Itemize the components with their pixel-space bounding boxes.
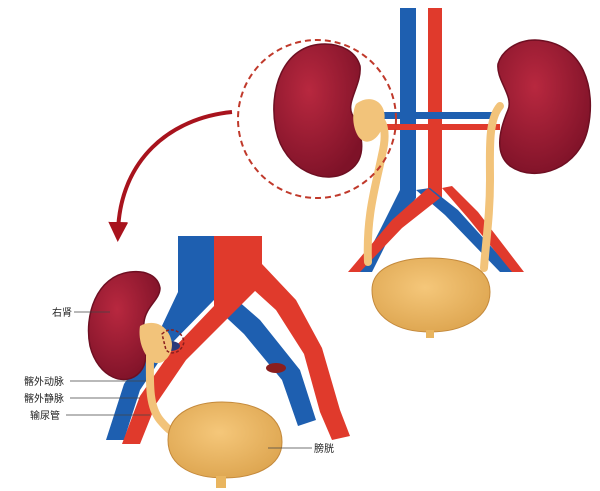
kidney-left-overview — [497, 39, 592, 175]
vein-detail-left-branch — [214, 280, 316, 426]
bladder-detail — [167, 401, 283, 479]
artery-detail-left-branch — [254, 264, 350, 440]
label-external-iliac-artery: 髂外动脉 — [24, 375, 64, 388]
label-right-kidney: 右肾 — [52, 306, 72, 319]
kidney-right-overview — [273, 43, 363, 178]
inferior-vena-cava — [400, 8, 416, 198]
urethra-detail — [216, 476, 226, 488]
artery-detail — [122, 236, 262, 444]
zoom-arrow — [108, 110, 233, 242]
urethra-overview — [426, 330, 434, 338]
aorta — [428, 8, 442, 198]
renal-pelvis-right-overview — [353, 99, 385, 142]
renal-vein-left — [384, 112, 494, 119]
detail-group — [87, 236, 350, 488]
label-bladder: 膀胱 — [314, 442, 334, 455]
labels-group: 右肾 髂外动脉 髂外静脉 输尿管 膀胱 — [24, 306, 334, 455]
bladder-overview — [371, 257, 491, 333]
common-iliac-vein-left — [416, 188, 514, 272]
label-ureter: 输尿管 — [30, 409, 60, 422]
internal-iliac-stump — [266, 363, 286, 373]
renal-artery — [380, 124, 500, 130]
label-external-iliac-vein: 髂外静脉 — [24, 392, 64, 405]
overview-group — [237, 8, 592, 338]
common-iliac-artery-left — [442, 186, 524, 272]
ureter-left-overview — [480, 102, 504, 272]
kidney-detail — [87, 270, 161, 381]
highlight-circle — [237, 39, 397, 199]
